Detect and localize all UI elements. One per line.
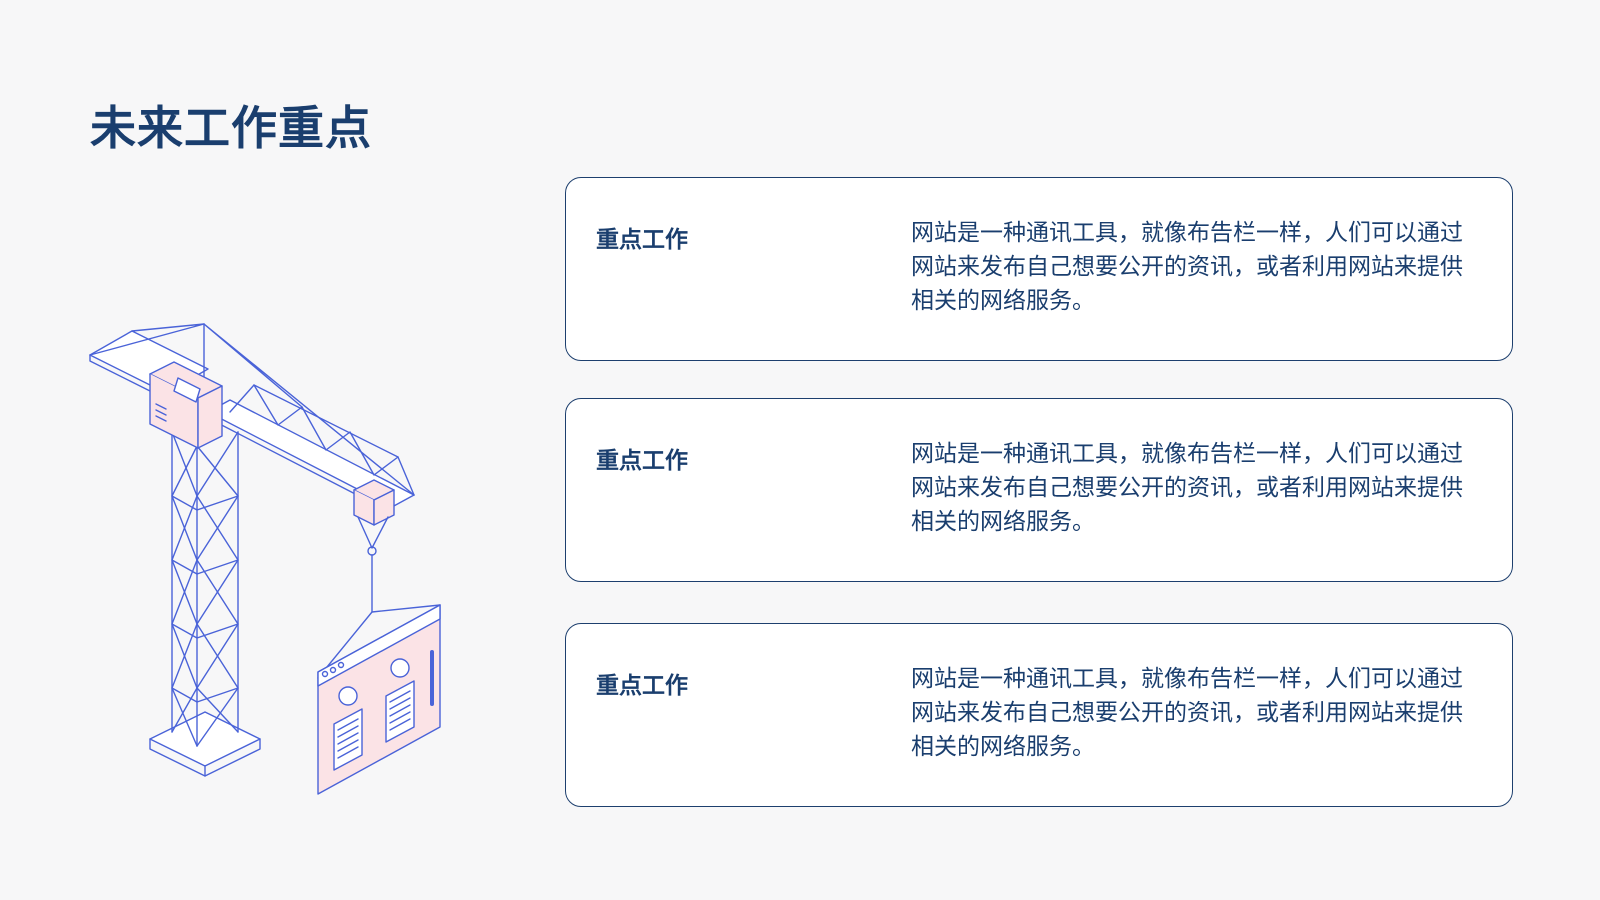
focus-card: 重点工作 网站是一种通讯工具，就像布告栏一样，人们可以通过网站来发布自己想要公开… bbox=[565, 177, 1513, 361]
focus-card: 重点工作 网站是一种通讯工具，就像布告栏一样，人们可以通过网站来发布自己想要公开… bbox=[565, 623, 1513, 807]
card-text: 网站是一种通讯工具，就像布告栏一样，人们可以通过网站来发布自己想要公开的资讯，或… bbox=[911, 220, 1463, 314]
page-title: 未来工作重点 bbox=[90, 101, 372, 155]
focus-card: 重点工作 网站是一种通讯工具，就像布告栏一样，人们可以通过网站来发布自己想要公开… bbox=[565, 398, 1513, 582]
card-text: 网站是一种通讯工具，就像布告栏一样，人们可以通过网站来发布自己想要公开的资讯，或… bbox=[911, 666, 1463, 760]
card-label: 重点工作 bbox=[596, 227, 688, 253]
card-label: 重点工作 bbox=[596, 673, 688, 699]
card-text: 网站是一种通讯工具，就像布告栏一样，人们可以通过网站来发布自己想要公开的资讯，或… bbox=[911, 441, 1463, 535]
crane-illustration-icon bbox=[89, 323, 441, 795]
card-label: 重点工作 bbox=[596, 448, 688, 474]
